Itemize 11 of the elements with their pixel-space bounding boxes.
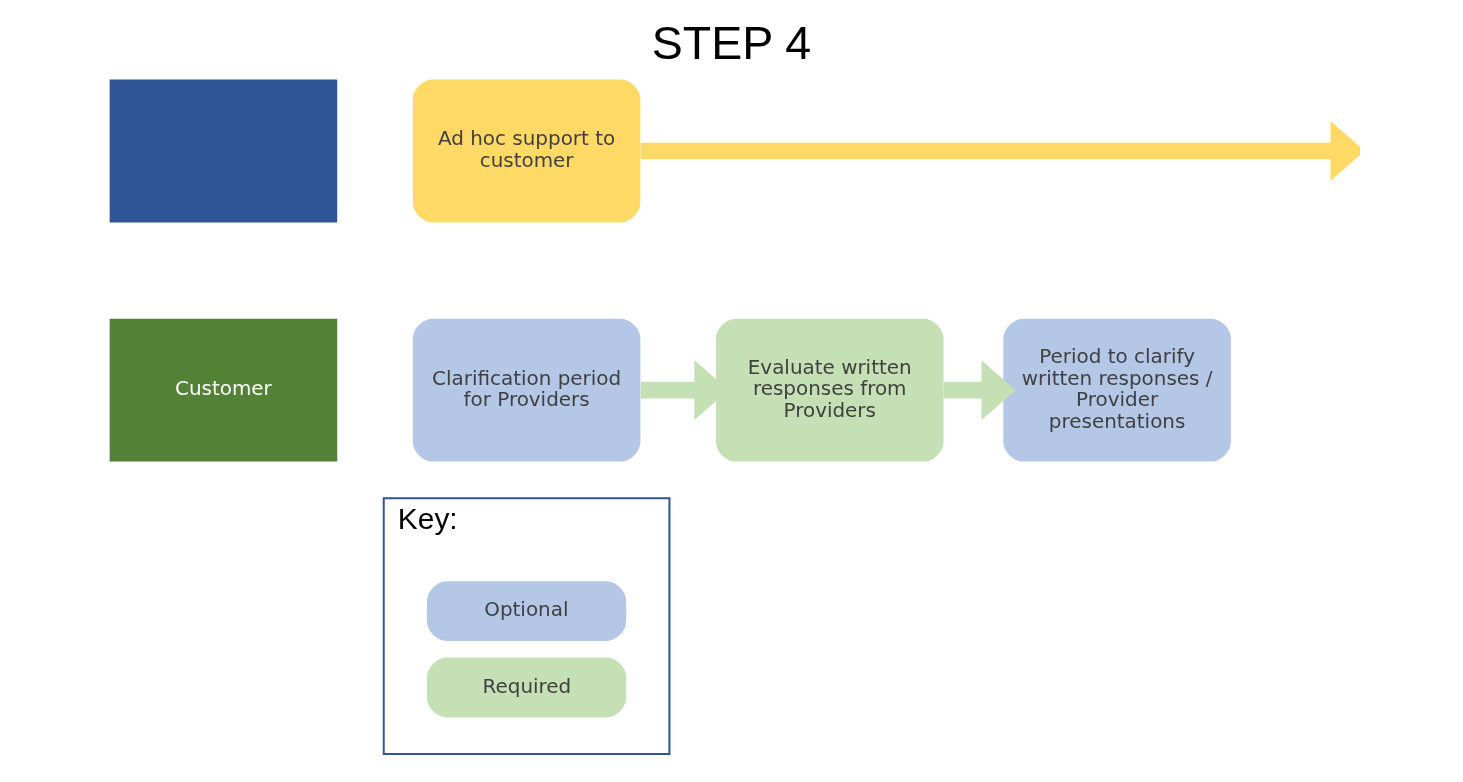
node-box: Ad hoc support to customer [412,79,641,223]
legend-label: Optional [484,598,569,622]
diagram-title: STEP 4 [651,16,812,69]
node-box: Clarification period for Providers [412,318,641,462]
legend-label: Required [482,674,572,698]
arrow [640,121,1360,181]
node-box: Period to clarify written responses / Provider presentations [1003,318,1231,462]
arrow [943,360,1016,421]
node-box [109,79,338,223]
node-box: Customer [109,318,338,462]
node-box: Evaluate written responses from Providers [715,318,944,462]
